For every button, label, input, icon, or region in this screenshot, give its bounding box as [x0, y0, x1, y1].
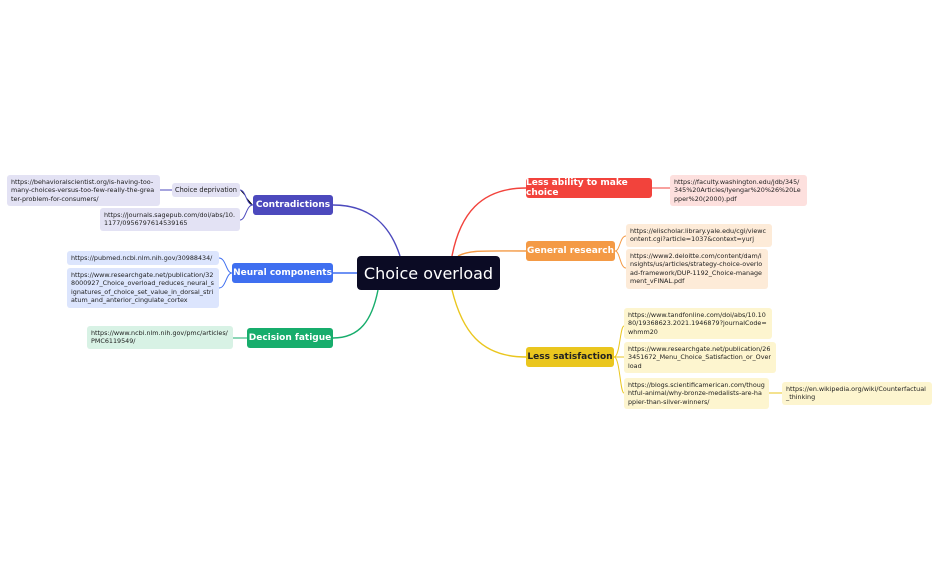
link-less-satisfaction-3[interactable]: https://blogs.scientificamerican.com/tho…	[624, 378, 769, 410]
link-decision-fatigue[interactable]: https://www.ncbi.nlm.nih.gov/pmc/article…	[87, 326, 233, 349]
branch-neural-components[interactable]: Neural components	[232, 263, 333, 283]
central-topic[interactable]: Choice overload	[357, 256, 500, 290]
branch-less-satisfaction[interactable]: Less satisfaction	[526, 347, 614, 367]
link-less-ability[interactable]: https://faculty.washington.edu/jdb/345/3…	[670, 175, 807, 207]
link-general-research-2[interactable]: https://www2.deloitte.com/content/dam/in…	[626, 249, 768, 289]
link-counterfactual[interactable]: https://en.wikipedia.org/wiki/Counterfac…	[782, 382, 932, 405]
link-neural-2[interactable]: https://www.researchgate.net/publication…	[67, 268, 219, 308]
branch-general-research[interactable]: General research	[526, 241, 615, 261]
link-contradictions[interactable]: https://journals.sagepub.com/doi/abs/10.…	[100, 208, 240, 231]
link-neural-1[interactable]: https://pubmed.ncbi.nlm.nih.gov/30988434…	[67, 251, 219, 266]
link-less-satisfaction-2[interactable]: https://www.researchgate.net/publication…	[624, 342, 776, 374]
link-less-satisfaction-1[interactable]: https://www.tandfonline.com/doi/abs/10.1…	[624, 308, 772, 340]
link-general-research-1[interactable]: https://elischolar.library.yale.edu/cgi/…	[626, 224, 772, 247]
branch-contradictions[interactable]: Contradictions	[253, 195, 333, 215]
branch-less-ability[interactable]: Less ability to make choice	[526, 178, 652, 198]
sub-choice-deprivation[interactable]: Choice deprivation	[172, 183, 240, 197]
branch-decision-fatigue[interactable]: Decision fatigue	[247, 328, 333, 348]
link-choice-deprivation[interactable]: https://behavioralscientist.org/is-havin…	[7, 175, 160, 207]
